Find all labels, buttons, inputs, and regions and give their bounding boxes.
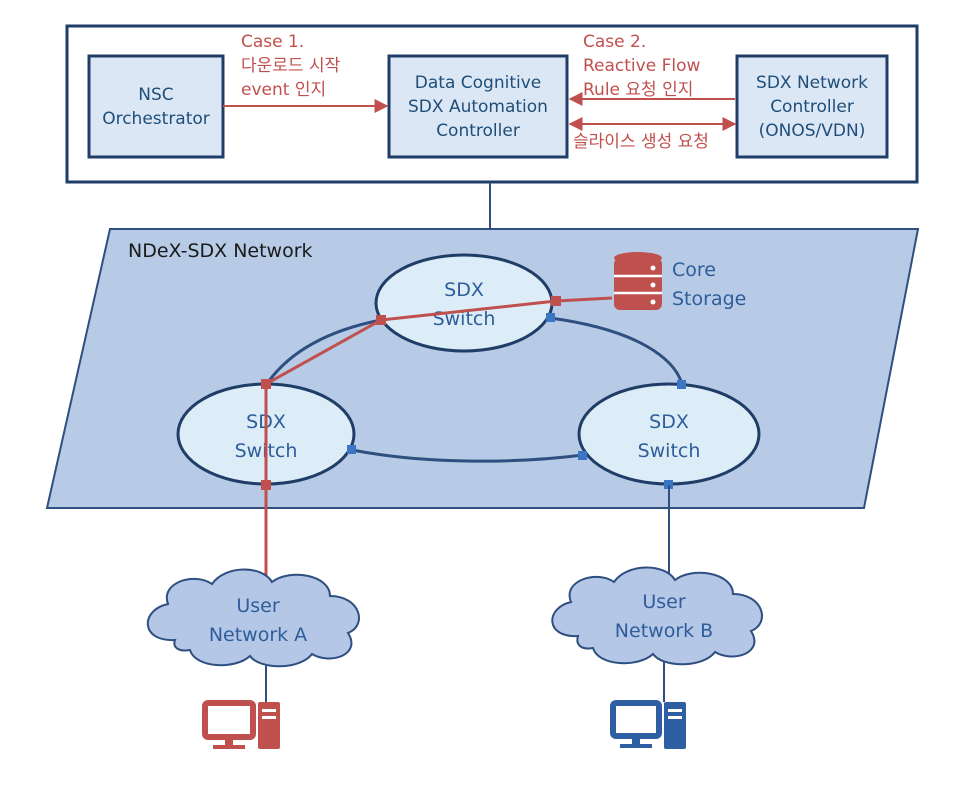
link-left-right bbox=[351, 448, 584, 463]
case2-label-3: Rule 요청 인지 bbox=[583, 80, 693, 100]
nsc-label-1: NSC bbox=[138, 85, 173, 105]
case1-label-3: event 인지 bbox=[241, 80, 326, 100]
port-blue bbox=[546, 313, 555, 322]
automation-label-3: Controller bbox=[436, 121, 520, 141]
automation-controller-box[interactable]: Data Cognitive SDX Automation Controller bbox=[387, 54, 569, 159]
sdx-controller-label-3: (ONOS/VDN) bbox=[759, 121, 866, 141]
port-red bbox=[261, 379, 271, 389]
port-red bbox=[376, 315, 386, 325]
database-icon bbox=[614, 252, 662, 310]
computer-icon-red[interactable] bbox=[202, 700, 280, 749]
switch-top-label-1: SDX bbox=[444, 279, 484, 301]
port-blue bbox=[347, 445, 356, 454]
link-top-right bbox=[549, 316, 684, 385]
case1-label-1: Case 1. bbox=[241, 32, 304, 52]
active-flow-path bbox=[264, 296, 613, 580]
port-blue bbox=[578, 451, 587, 460]
slice-request-label: 슬라이스 생성 요청 bbox=[573, 132, 709, 152]
nsc-label-2: Orchestrator bbox=[102, 109, 210, 129]
storage-label-1: Core bbox=[672, 259, 716, 281]
user-a-label-2: Network A bbox=[209, 624, 307, 646]
port-red bbox=[261, 480, 271, 490]
user-b-label-1: User bbox=[642, 591, 685, 613]
sdx-switch-right[interactable]: SDX Switch bbox=[577, 382, 761, 486]
switch-right-label-2: Switch bbox=[638, 440, 701, 462]
link-left-top bbox=[264, 318, 382, 386]
sdx-network-controller-box[interactable]: SDX Network Controller (ONOS/VDN) bbox=[735, 54, 889, 159]
automation-label-1: Data Cognitive bbox=[415, 73, 541, 93]
case2-label-1: Case 2. bbox=[583, 32, 646, 52]
computer-icon-blue[interactable] bbox=[610, 700, 686, 749]
case2-label-2: Reactive Flow bbox=[583, 56, 700, 76]
case1-label-2: 다운로드 시작 bbox=[241, 56, 341, 76]
cloud-icon-user-network-a[interactable]: User Network A bbox=[146, 568, 360, 668]
storage-label-2: Storage bbox=[672, 288, 746, 310]
nsc-orchestrator-box[interactable]: NSC Orchestrator bbox=[87, 54, 225, 159]
port-red bbox=[551, 296, 561, 306]
sdx-controller-label-1: SDX Network bbox=[756, 73, 868, 93]
port-blue bbox=[677, 380, 686, 389]
automation-label-2: SDX Automation bbox=[408, 97, 548, 117]
cloud-icon-user-network-b[interactable]: User Network B bbox=[551, 566, 763, 666]
port-blue bbox=[664, 480, 673, 489]
sdx-controller-label-2: Controller bbox=[770, 97, 854, 117]
user-a-label-1: User bbox=[236, 595, 279, 617]
user-b-label-2: Network B bbox=[615, 620, 713, 642]
switch-right-label-1: SDX bbox=[649, 411, 689, 433]
network-title: NDeX-SDX Network bbox=[128, 240, 313, 262]
